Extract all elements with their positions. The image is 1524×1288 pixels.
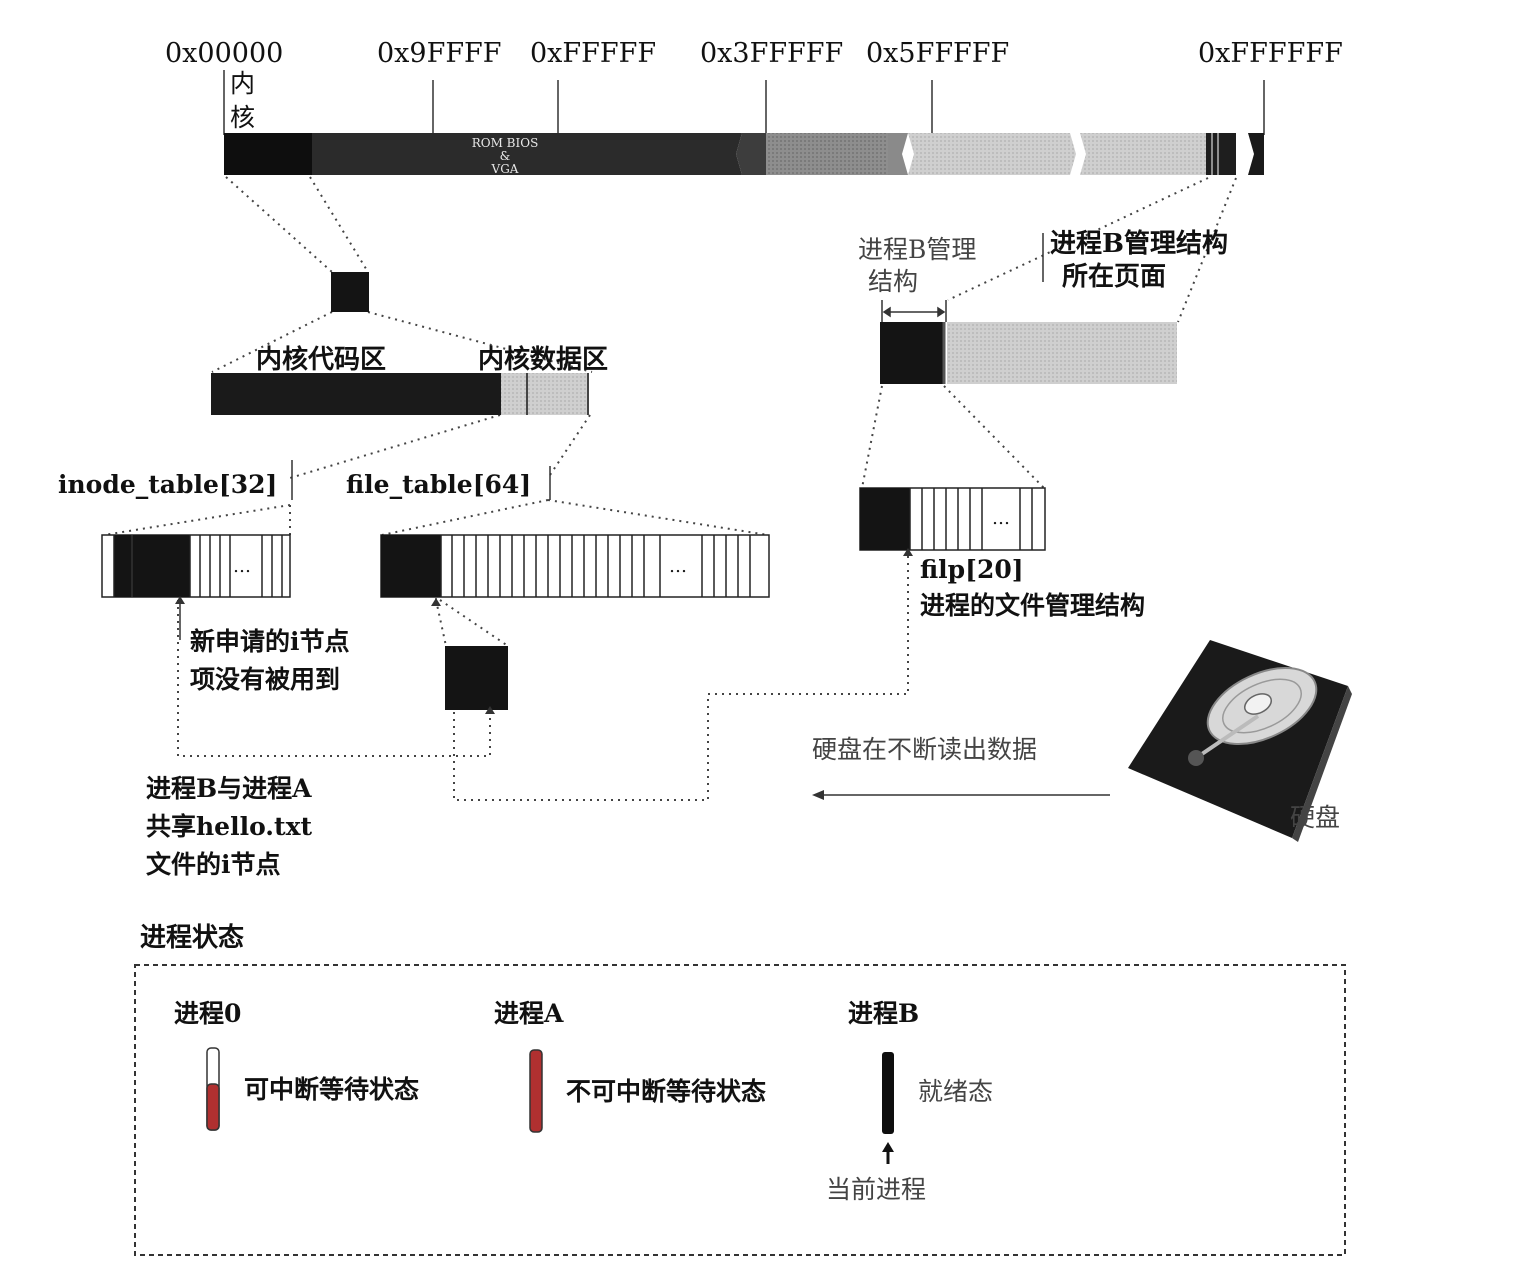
memory-mid-segment <box>766 133 888 175</box>
address-ticks <box>223 70 1265 135</box>
inode-entry-arrow <box>175 596 185 640</box>
processB-state-bar <box>882 1052 894 1134</box>
inode-table-label: inode_table[32] <box>58 470 277 499</box>
rom-vga-label: VGA <box>491 162 519 176</box>
legend-state-uninterruptible: 不可中断等待状态 <box>566 1077 766 1106</box>
process-b-page-rest <box>947 322 1177 384</box>
connector-lines <box>103 176 1237 801</box>
inode-table-ellipsis: … <box>233 556 251 577</box>
kernel-data-area-label: 内核数据区 <box>478 344 608 375</box>
memory-high-segment <box>908 133 1076 175</box>
shared-inode-note-line3: 文件的i节点 <box>146 850 281 879</box>
legend-process0: 进程0 <box>174 999 241 1028</box>
filp-table-ellipsis: … <box>992 508 1010 529</box>
address-label-4: 0x5FFFFF <box>866 38 1009 69</box>
file-table-label: file_table[64] <box>346 470 531 499</box>
inode-table <box>101 534 291 598</box>
process-b-task-struct <box>880 322 944 384</box>
process-b-page <box>880 322 1177 384</box>
legend-box <box>134 964 1346 1256</box>
legend-title: 进程状态 <box>140 922 244 953</box>
kernel-data-segment <box>501 373 589 415</box>
filp-label: filp[20] <box>920 555 1024 584</box>
shared-inode-note-line2: 共享hello.txt <box>146 812 312 841</box>
rom-bios-label: ROM BIOS <box>472 136 539 150</box>
shared-inode-note-line1: 进程B与进程A <box>146 774 312 803</box>
shared-inode-box <box>445 646 508 710</box>
legend-processB: 进程B <box>848 999 919 1028</box>
process-b-mgmt-dimension <box>881 300 947 322</box>
disk-label: 硬盘 <box>1290 803 1340 832</box>
process-b-page-label-line1: 进程B管理结构 <box>1050 229 1228 259</box>
new-inode-note-line1: 新申请的i节点 <box>190 627 350 656</box>
filp-table <box>859 487 1046 551</box>
processA-state-bar <box>529 1049 543 1133</box>
hard-disk-icon <box>1128 640 1352 842</box>
current-process-arrow <box>882 1142 894 1164</box>
new-inode-note-line2: 项没有被用到 <box>190 665 340 694</box>
legend-state-ready: 就绪态 <box>918 1077 993 1106</box>
disk-reading-arrow <box>812 790 1110 800</box>
process-b-mgmt-label-line1: 进程B管理 <box>858 235 976 264</box>
memory-low-segment <box>312 133 727 175</box>
legend-processA: 进程A <box>494 999 564 1028</box>
file-table-ellipsis: … <box>669 556 687 577</box>
rom-amp-label: & <box>500 149 511 163</box>
kernel-code-segment <box>211 373 501 415</box>
process0-state-bar <box>206 1047 220 1131</box>
filp-desc-label: 进程的文件管理结构 <box>920 591 1145 620</box>
kernel-label-2: 核 <box>230 103 255 132</box>
kernel-zoom-box <box>331 272 369 312</box>
memory-bar: ROM BIOS & VGA <box>224 133 1264 176</box>
file-table <box>380 534 770 598</box>
address-label-2: 0xFFFFF <box>530 38 656 69</box>
memory-kernel-segment <box>224 133 312 175</box>
kernel-detail-bar <box>211 373 589 415</box>
address-label-5: 0xFFFFFF <box>1198 38 1343 69</box>
legend-state-interruptible: 可中断等待状态 <box>244 1075 419 1104</box>
kernel-label-1: 内 <box>230 69 255 98</box>
legend-current-process: 当前进程 <box>826 1175 926 1204</box>
address-label-0: 0x00000 <box>165 38 283 69</box>
disk-reading-label: 硬盘在不断读出数据 <box>812 735 1037 764</box>
kernel-code-area-label: 内核代码区 <box>256 344 386 375</box>
address-label-3: 0x3FFFFF <box>700 38 843 69</box>
process-b-page-label-line2: 所在页面 <box>1062 262 1166 292</box>
process-b-mgmt-label-line2: 结构 <box>868 267 918 296</box>
address-label-1: 0x9FFFF <box>377 38 502 69</box>
process-b-page-marker <box>1206 133 1236 175</box>
